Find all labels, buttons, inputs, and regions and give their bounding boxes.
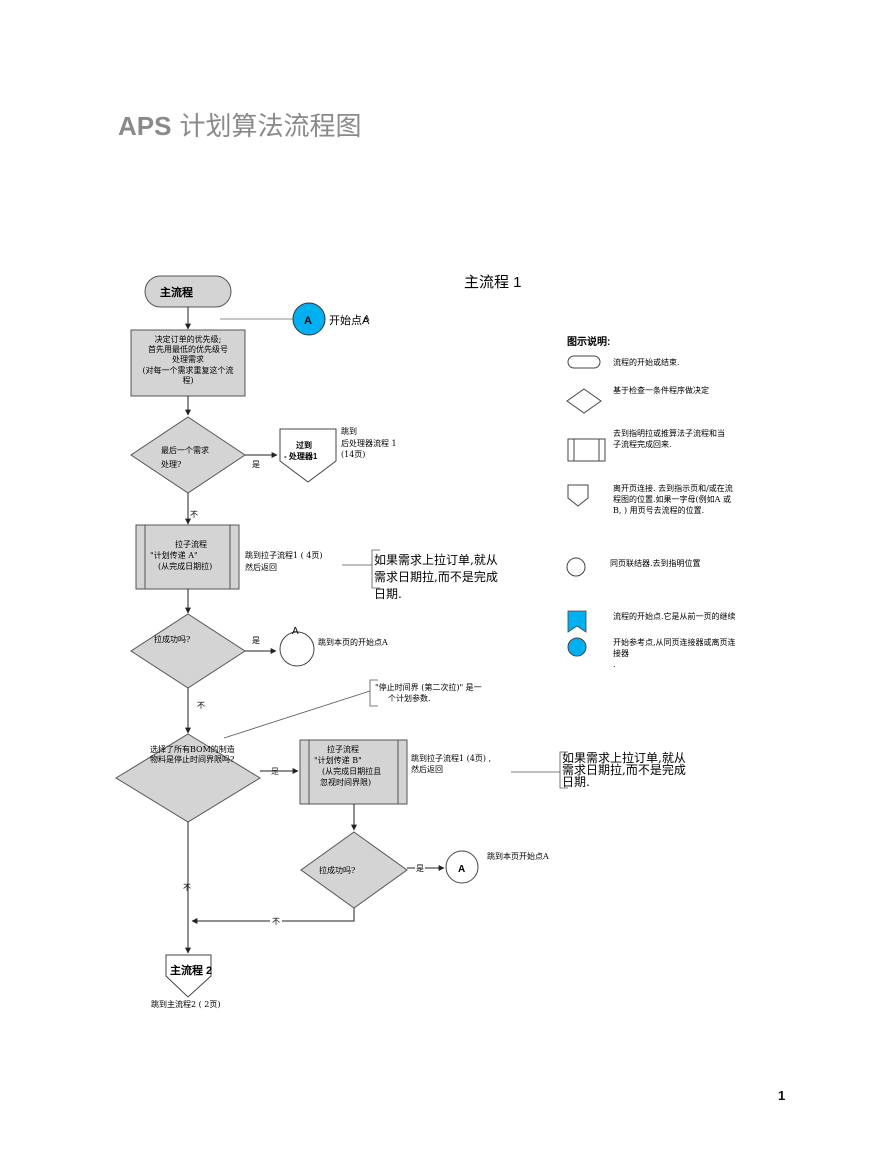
title-latin: APS bbox=[118, 111, 172, 141]
pull-b-line3: (从完成日期拉且 bbox=[322, 766, 381, 776]
decision-last-demand: 最后一个需求 处理? bbox=[130, 416, 246, 494]
offpage-postprocessor: 过到 - 处理器1 bbox=[279, 428, 337, 483]
callout-pull-date-2: 如果需求上拉订单,就从 需求日期拉,而不是完成 日期. bbox=[511, 750, 686, 789]
subprocess-pull-b: 拉子流程 "计划传递 B" (从完成日期拉且 忽视时间界限) bbox=[299, 739, 408, 805]
connector-a-return-label: A bbox=[292, 626, 299, 637]
legend-reference-icon bbox=[567, 637, 587, 657]
callout2-line2: 需求日期拉,而不是完成 bbox=[562, 762, 686, 777]
legend-text-4c: B, ) 用页号去流程的位置. bbox=[613, 505, 704, 515]
flow-arrow bbox=[191, 908, 355, 924]
connector-a-label: A bbox=[304, 315, 312, 327]
offpage1-note-2: 后处理器流程 1 bbox=[341, 438, 397, 448]
no-label-1: 不 bbox=[190, 510, 198, 519]
offpage2-note: 跳到主流程2 ( 2页) bbox=[151, 999, 221, 1009]
legend-text-7a: 开始参考点,从同页连接器或离页连 bbox=[613, 637, 736, 647]
decision-pull-success-2: 拉成功吗? bbox=[300, 831, 408, 909]
decision2-text: 拉成功吗? bbox=[154, 634, 190, 644]
jump-a-note-2: 跳到本页开始点A bbox=[487, 851, 549, 861]
connector-a-return-2: A bbox=[445, 850, 479, 884]
connector-a-start: A 开始点A A bbox=[220, 302, 370, 336]
yes-label-4: 是 bbox=[416, 864, 424, 873]
callout1-line1: 如果需求上拉订单,就从 bbox=[374, 552, 498, 567]
decision-pull-success: 拉成功吗? bbox=[130, 613, 246, 689]
title-chinese: 计划算法流程图 bbox=[179, 112, 362, 142]
offpage2-label: 主流程 2 bbox=[170, 963, 212, 977]
legend-title: 图示说明: bbox=[567, 335, 610, 348]
start-point-label: 开始点A bbox=[329, 313, 370, 327]
decision4-text: 拉成功吗? bbox=[319, 865, 355, 875]
yes-label-3: 是 bbox=[271, 767, 279, 776]
pull-a-line2: "计划传递 A" bbox=[150, 550, 198, 560]
note-stop-time: "停止时间界 (第二次拉)" 是一 个计划参数. bbox=[223, 679, 482, 739]
legend-text-4a: 离开页连接. 去到指示页和/或在流 bbox=[613, 483, 733, 493]
legend-text-7b: 接器 bbox=[613, 648, 629, 658]
stop-note-2: 个计划参数. bbox=[388, 693, 431, 703]
start-label: 主流程 bbox=[160, 285, 193, 299]
legend-text-6: 流程的开始点.它是从前一页的继续 bbox=[613, 611, 736, 621]
connector-a-return: A bbox=[279, 626, 315, 667]
legend-subprocess-icon bbox=[567, 438, 606, 462]
callout2-line1: 如果需求上拉订单,就从 bbox=[562, 750, 686, 765]
legend-offpage-icon bbox=[567, 484, 589, 507]
pull-b-line2: "计划传递 B" bbox=[314, 755, 362, 765]
legend-terminator-icon bbox=[567, 355, 601, 369]
subprocess-pull-a: 拉子流程 "计划传递 A" (从完成日期拉) bbox=[135, 524, 240, 590]
offpage1-line2: - 处理器1 bbox=[284, 451, 318, 461]
no-label-4: 不 bbox=[272, 917, 280, 926]
no-label-3: 不 bbox=[183, 883, 191, 892]
yes-label-2: 是 bbox=[252, 636, 260, 645]
offpage-main-2: 主流程 2 bbox=[165, 954, 212, 998]
legend: 图示说明: 流程的开始或结束. 基于检查一条件程序做决定 去到指明拉或推算法子流… bbox=[566, 335, 736, 669]
process1-line1: 决定订单的优先级; bbox=[155, 334, 222, 344]
jump-a-note: 跳到本页的开始点A bbox=[318, 637, 388, 647]
offpage1-note-3: (14页) bbox=[341, 450, 365, 459]
process1-line5: 程) bbox=[182, 376, 193, 385]
pull-b-line4: 忽视时间界限) bbox=[320, 777, 371, 787]
page-number: 1 bbox=[778, 1088, 786, 1103]
section-title: 主流程 1 bbox=[464, 274, 522, 291]
decision1-line2: 处理? bbox=[161, 459, 181, 469]
pull-b-line1: 拉子流程 bbox=[327, 744, 359, 754]
decision3-line1: 选择了所有BOM的制造 bbox=[150, 744, 235, 754]
legend-decision-icon bbox=[566, 388, 602, 414]
yes-label-1: 是 bbox=[252, 460, 260, 469]
pull-b-note-2: 然后返回 bbox=[411, 764, 443, 774]
process1-line2: 首先用最低的优先级号 bbox=[148, 344, 228, 354]
process-priority: 决定订单的优先级; 首先用最低的优先级号 处理需求 (对每一个需求重复这个流 程… bbox=[130, 329, 246, 397]
process1-line3: 处理需求 bbox=[172, 354, 204, 364]
connector-a-return-2-label: A bbox=[458, 864, 465, 875]
legend-text-4b: 程图的位置.如果一字母(例如A 或 bbox=[613, 494, 731, 504]
offpage1-line1: 过到 bbox=[296, 440, 312, 450]
callout-pull-date-1: 如果需求上拉订单,就从 需求日期拉,而不是完成 日期. bbox=[342, 549, 498, 601]
decision1-line1: 最后一个需求 bbox=[161, 445, 209, 455]
callout1-line3: 日期. bbox=[374, 587, 402, 601]
start-point-sup: A bbox=[364, 314, 370, 323]
legend-connector-icon bbox=[566, 557, 586, 577]
legend-text-7c: . bbox=[613, 660, 616, 669]
pull-a-note-2: 然后返回 bbox=[245, 562, 277, 572]
legend-text-5: 同页联结器.去到指明位置 bbox=[610, 558, 701, 568]
offpage1-note-1: 跳到 bbox=[341, 426, 357, 436]
start-terminator: 主流程 bbox=[144, 275, 232, 308]
legend-text-3a: 去到指明拉或推算法子流程和当 bbox=[613, 428, 725, 438]
legend-flag-icon bbox=[567, 610, 587, 633]
callout2-line3: 日期. bbox=[562, 775, 590, 789]
stop-note-1: "停止时间界 (第二次拉)" 是一 bbox=[375, 682, 482, 692]
process1-line4: (对每一个需求重复这个流 bbox=[142, 365, 233, 375]
pull-a-line3: (从完成日期拉) bbox=[158, 561, 212, 571]
pull-b-note-1: 跳到拉子流程1 (4页) , bbox=[411, 753, 491, 763]
legend-text-2: 基于检查一条件程序做决定 bbox=[613, 385, 709, 395]
legend-text-3b: 子流程完成回来. bbox=[613, 439, 672, 449]
callout1-line2: 需求日期拉,而不是完成 bbox=[374, 569, 498, 584]
legend-text-1: 流程的开始或结束. bbox=[613, 357, 680, 367]
pull-a-line1: 拉子流程 bbox=[175, 539, 207, 549]
no-label-2: 不 bbox=[197, 701, 205, 710]
pull-a-note-1: 跳到拉子流程1 ( 4页) bbox=[245, 550, 323, 560]
decision3-line2: 物料是停止时间界限吗? bbox=[150, 754, 234, 764]
decision-bom-stop-time: 选择了所有BOM的制造 物料是停止时间界限吗? bbox=[115, 733, 261, 823]
